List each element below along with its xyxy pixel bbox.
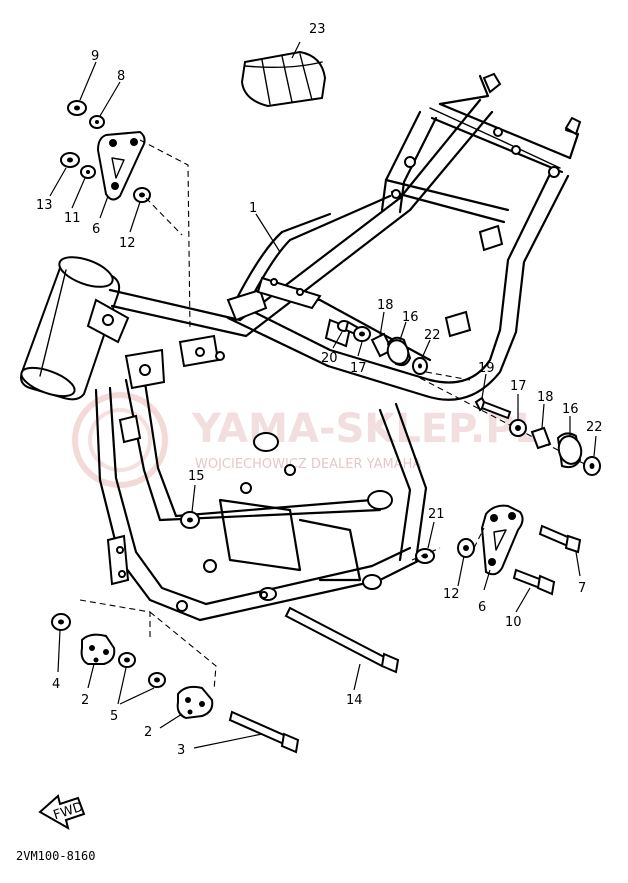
part-16-damper-upper[interactable]	[384, 336, 412, 367]
part-13-nut[interactable]	[60, 152, 80, 168]
part-18-collar-right[interactable]	[530, 426, 552, 450]
callout-18-right: 18	[537, 390, 554, 405]
callout-9: 9	[91, 49, 99, 64]
callout-23: 23	[309, 22, 326, 37]
callout-2-left: 2	[81, 693, 89, 708]
part-8-washer[interactable]	[89, 115, 105, 129]
watermark-sub-text: WOJCIECHOWICZ DEALER YAMAHA	[195, 457, 421, 472]
callout-3: 3	[177, 743, 185, 758]
callout-16-right: 16	[562, 402, 579, 417]
part-6-engine-bracket-lower[interactable]	[480, 504, 524, 576]
part-17-washer-upper[interactable]	[353, 326, 371, 342]
callout-19: 19	[478, 361, 495, 376]
part-22-washer-upper[interactable]	[412, 357, 428, 375]
part-14-long-bolt[interactable]	[284, 606, 400, 674]
callout-14: 14	[346, 693, 363, 708]
part-9-nut[interactable]	[67, 100, 87, 116]
part-6-engine-bracket-upper[interactable]	[96, 130, 146, 201]
part-7-bolt[interactable]	[538, 524, 582, 554]
callout-6-upper: 6	[92, 222, 100, 237]
callout-10: 10	[505, 615, 522, 630]
part-4-nut[interactable]	[51, 613, 71, 631]
part-19-bolt[interactable]	[474, 396, 512, 420]
callout-22-upper: 22	[424, 328, 441, 343]
callout-18-upper: 18	[377, 298, 394, 313]
callout-11: 11	[64, 211, 81, 226]
part-15-nut[interactable]	[180, 511, 200, 529]
callout-22-right: 22	[586, 420, 603, 435]
part-12-collar-lower[interactable]	[457, 538, 475, 558]
part-16-damper-right[interactable]	[556, 432, 584, 469]
watermark-logo-icon	[72, 392, 168, 488]
callout-20: 20	[321, 351, 338, 366]
callout-2-right: 2	[144, 725, 152, 740]
part-5-bolts[interactable]	[118, 652, 166, 688]
callout-6-lower: 6	[478, 600, 486, 615]
part-2-bracket-left[interactable]	[80, 633, 116, 665]
diagram-code: 2VM100-8160	[16, 849, 95, 863]
callout-17-right: 17	[510, 379, 527, 394]
part-23-cover[interactable]	[240, 50, 327, 108]
watermark-main-text: YAMA-SKLEP.PL	[191, 406, 540, 452]
callout-1: 1	[249, 201, 257, 216]
callout-5: 5	[110, 709, 118, 724]
callout-12-upper: 12	[119, 236, 136, 251]
part-11-washer[interactable]	[80, 165, 96, 179]
callout-4: 4	[52, 677, 60, 692]
callout-8: 8	[117, 69, 125, 84]
callout-16-upper: 16	[402, 310, 419, 325]
callout-17-upper: 17	[350, 361, 367, 376]
part-22-washer-right[interactable]	[583, 456, 601, 476]
callout-15: 15	[188, 469, 205, 484]
callout-7: 7	[578, 581, 586, 596]
part-21-nut[interactable]	[415, 548, 435, 564]
part-10-bolt[interactable]	[512, 568, 556, 596]
watermark: YAMA-SKLEP.PL WOJCIECHOWICZ DEALER YAMAH…	[72, 392, 540, 488]
callout-12-lower: 12	[443, 587, 460, 602]
fwd-arrow-icon: FWD	[38, 794, 86, 831]
callout-13: 13	[36, 198, 53, 213]
part-17-washer-right[interactable]	[509, 419, 527, 437]
part-2-bracket-right[interactable]	[176, 685, 214, 720]
callout-21: 21	[428, 507, 445, 522]
part-3-bolt[interactable]	[228, 710, 300, 754]
